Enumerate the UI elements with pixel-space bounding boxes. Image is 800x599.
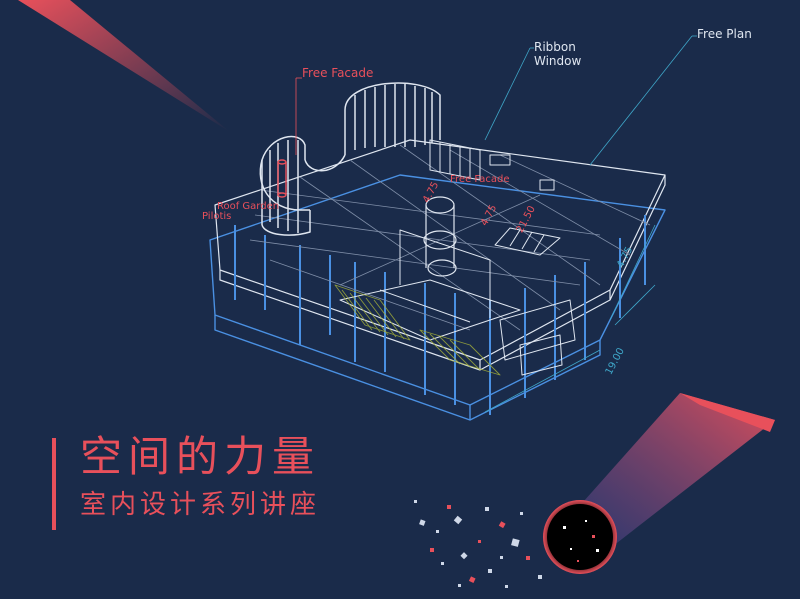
free-facade-label: Free Facade bbox=[302, 66, 374, 80]
interior-grid bbox=[249, 144, 651, 331]
spiral-stair bbox=[423, 196, 457, 277]
title-accent-bar bbox=[52, 438, 56, 530]
interior-partitions bbox=[339, 139, 576, 376]
main-title: 空间的力量 bbox=[80, 432, 321, 481]
comet-streak-right-icon bbox=[560, 393, 775, 560]
leader-lines-blue bbox=[484, 35, 697, 166]
sub-title: 室内设计系列讲座 bbox=[80, 490, 321, 520]
leader-lines bbox=[295, 77, 302, 155]
pilotis-label: Pilotis bbox=[202, 211, 232, 222]
ribbon-window-label: Ribbon Window bbox=[534, 40, 582, 68]
free-plan-label: Free Plan bbox=[697, 27, 752, 41]
dimension-lines bbox=[484, 224, 656, 413]
black-hole-icon bbox=[543, 500, 617, 574]
ramp-area bbox=[334, 284, 501, 376]
roof-garden-marker bbox=[277, 159, 287, 198]
axonometric-building-drawing bbox=[209, 35, 697, 421]
upper-slab bbox=[214, 139, 666, 371]
debris-particles bbox=[414, 500, 542, 588]
pilotis-columns bbox=[234, 215, 646, 415]
roof-garden-label: Roof Garden bbox=[217, 201, 280, 212]
comet-streak-top-icon bbox=[18, 0, 230, 132]
free-facade-inner-label: Free Facade bbox=[450, 174, 510, 185]
